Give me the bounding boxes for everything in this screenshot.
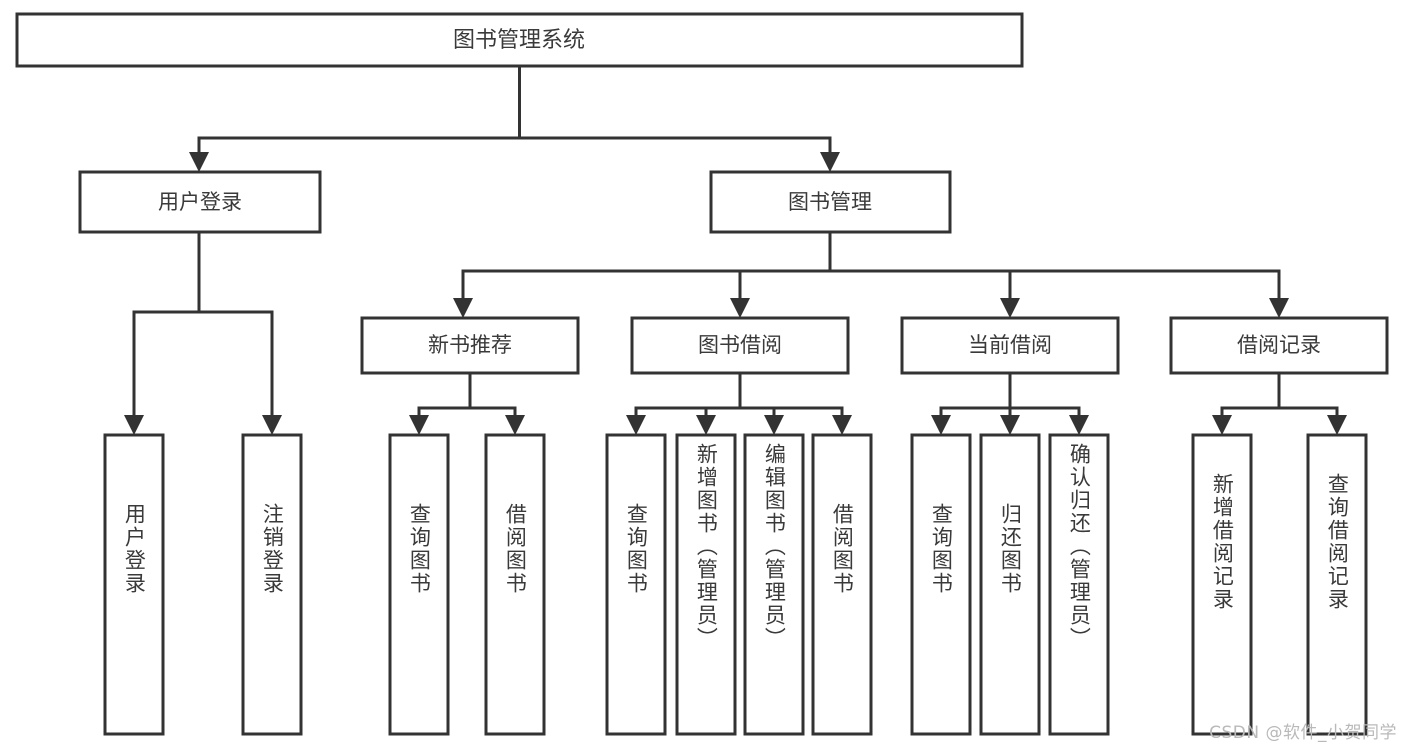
arrow-head-record-leaf-2 (1327, 415, 1347, 435)
leaf-box-add-book-admin[interactable] (675, 433, 737, 736)
node-current-borrow-label: 当前借阅 (968, 333, 1052, 357)
arrow-head-user-leaf-1 (124, 415, 144, 435)
leaf-box-return-book[interactable] (979, 433, 1041, 736)
node-user-login[interactable]: 用户登录 (78, 170, 322, 234)
arrow-head-borrow-leaf-2 (696, 415, 716, 435)
leaf-box-logout[interactable] (241, 433, 303, 736)
node-user-login-label: 用户登录 (158, 190, 242, 214)
arrow-head-book-child-4 (1269, 298, 1289, 318)
leaf-box-confirm-return-admin[interactable] (1048, 433, 1110, 736)
leaf-box-borrow-book-2[interactable] (811, 433, 873, 736)
node-book-borrow[interactable]: 图书借阅 (630, 316, 850, 375)
arrow-head-newbook-leaf-2 (505, 415, 525, 435)
arrow-head-borrow-leaf-4 (832, 415, 852, 435)
arrow-head-current-leaf-3 (1069, 415, 1089, 435)
node-user-login-box[interactable] (78, 170, 322, 234)
leaf-box-group (103, 433, 1368, 736)
node-book-management[interactable]: 图书管理 (709, 170, 952, 234)
node-new-book-recommend[interactable]: 新书推荐 (360, 316, 580, 375)
leaf-box-user-login[interactable] (103, 433, 165, 736)
arrow-head-root-to-user (189, 152, 209, 172)
leaf-box-add-borrow-record[interactable] (1191, 433, 1253, 736)
node-root-box[interactable] (15, 12, 1024, 68)
arrow-head-root-to-book (820, 152, 840, 172)
node-root[interactable]: 图书管理系统 (15, 12, 1024, 68)
leaf-box-query-book-3[interactable] (910, 433, 972, 736)
leaf-box-edit-book-admin[interactable] (743, 433, 805, 736)
node-current-borrow[interactable]: 当前借阅 (900, 316, 1120, 375)
node-book-borrow-label: 图书借阅 (698, 333, 782, 357)
connector-group (124, 64, 1347, 435)
arrow-head-book-child-3 (1000, 298, 1020, 318)
node-book-management-label: 图书管理 (788, 190, 872, 214)
csdn-watermark: CSDN @软件_小贺同学 (1209, 723, 1397, 743)
arrow-head-book-child-1 (453, 298, 473, 318)
arrow-head-borrow-leaf-3 (764, 415, 784, 435)
arrow-head-book-child-2 (730, 298, 750, 318)
node-book-borrow-box[interactable] (630, 316, 850, 375)
leaf-box-query-borrow-record[interactable] (1306, 433, 1368, 736)
node-root-label: 图书管理系统 (453, 28, 585, 53)
arrow-head-record-leaf-1 (1212, 415, 1232, 435)
arrow-head-current-leaf-1 (931, 415, 951, 435)
node-new-book-recommend-label: 新书推荐 (428, 333, 512, 357)
node-new-book-recommend-box[interactable] (360, 316, 580, 375)
node-borrow-record-box[interactable] (1169, 316, 1389, 375)
node-borrow-record-label: 借阅记录 (1237, 333, 1321, 357)
node-book-management-box[interactable] (709, 170, 952, 234)
arrow-head-user-leaf-2 (262, 415, 282, 435)
arrow-head-current-leaf-2 (1000, 415, 1020, 435)
node-borrow-record[interactable]: 借阅记录 (1169, 316, 1389, 375)
arrow-head-newbook-leaf-1 (409, 415, 429, 435)
leaf-box-borrow-book-1[interactable] (484, 433, 546, 736)
node-current-borrow-box[interactable] (900, 316, 1120, 375)
leaf-box-query-book-1[interactable] (388, 433, 450, 736)
arrow-head-borrow-leaf-1 (626, 415, 646, 435)
leaf-box-query-book-2[interactable] (605, 433, 667, 736)
